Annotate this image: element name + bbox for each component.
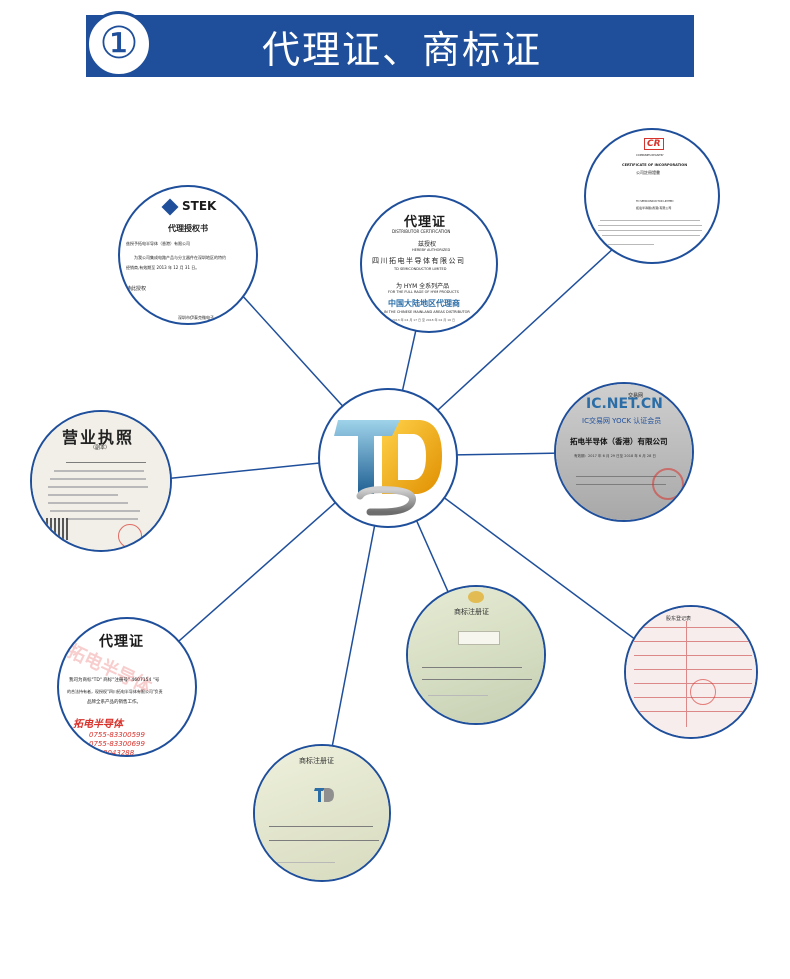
trademark-b-logo-icon [313, 786, 335, 804]
section-banner [86, 15, 694, 77]
td-logo-icon [334, 420, 442, 516]
distributor-company-en: TD SEMICONDUCTOR LIMITED [394, 267, 447, 271]
stek-brand: STEK [182, 199, 217, 213]
distributor-line1: 兹授权 [418, 241, 437, 248]
cert-icnet-member: IC.NET.CN 交易网 IC交易网 YOCK 认证会员 拓电半导体（香港）有… [554, 382, 694, 522]
distributor-region-en: IN THE CHINESE MAINLAND AREAS DISTRIBUTO… [384, 310, 470, 314]
cert-stek-authorization: STEK 代理授权书 兹授予拓电半导体（香港）有限公司 为我公司集成电路产品与分… [118, 185, 258, 325]
icnet-company: 拓电半导体（香港）有限公司 [570, 437, 668, 446]
distributor-line2: HEREBY AUTHORIZED [412, 248, 451, 252]
reg-form-title: 股东登记表 [666, 616, 692, 622]
agent-line1: 我司为商标"TD" 商标"注册号" 4607154 "号 [69, 678, 160, 683]
cert-trademark-registration-a: 商标注册证 [406, 585, 546, 725]
trademark-a-title: 商标注册证 [454, 608, 489, 616]
agent-phone2: 0755-83300699 [89, 740, 145, 748]
reg-form-divider [686, 621, 687, 727]
cr-logo-icon: CR [644, 138, 664, 150]
incorporation-registry: COMPANIES REGISTRY [636, 154, 664, 157]
distributor-line3: 为 HYM 全系列产品 [396, 283, 450, 290]
agent-line3: 品牌全系产品的销售工作。 [87, 700, 141, 705]
stek-logo-icon [161, 198, 179, 216]
incorporation-company-cn: 拓電半導體(香港)有限公司 [636, 206, 672, 210]
stek-line3: 经销商,有效期至 2013 年 12 月 31 日。 [126, 265, 200, 270]
license-title: 营业执照 [62, 428, 135, 447]
section-title: 代理证、商标证 [261, 27, 542, 72]
distributor-company: 四川拓电半导体有限公司 [372, 257, 466, 265]
license-qr-code [46, 518, 68, 540]
cert-business-license: 营业执照 （副本） [30, 410, 172, 552]
icnet-sub: IC交易网 YOCK 认证会员 [582, 417, 662, 425]
agent-stamp-company: 拓电半导体 [73, 719, 123, 730]
agent-line2: 的合法持有者，现授权"四川拓电半导体有限公司"负责 [67, 689, 163, 694]
distributor-line3-en: FOR THE FULL RAGE OF HYM PRODUCTS [388, 290, 459, 294]
agent-phone1: 0755-83300599 [89, 731, 145, 739]
distributor-dates: 2013 年 04 月 17 日 至 2018 年 04 月 16 日 [392, 318, 455, 322]
center-logo-node [318, 388, 458, 528]
trademark-a-emblem [468, 591, 484, 603]
incorporation-title: CERTIFICATE OF INCORPORATION [622, 163, 688, 167]
incorporation-company-en: TD SEMICONDUCTOR LIMITED [636, 200, 674, 203]
section-number-badge: ① [86, 11, 152, 77]
section-number: ① [99, 18, 139, 69]
cert-incorporation: CR COMPANIES REGISTRY CERTIFICATE OF INC… [584, 128, 720, 264]
license-copy-label: （副本） [90, 445, 111, 451]
distributor-region: 中国大陆地区代理商 [388, 299, 460, 308]
reg-form-stamp [690, 679, 716, 705]
incorporation-title-cn: 公司註冊證書 [636, 170, 660, 175]
cert-trademark-registration-b: 商标注册证 [253, 744, 391, 882]
icnet-logo-icon: IC.NET.CN [586, 396, 663, 412]
trademark-a-mark [458, 631, 500, 645]
cert-distributor: 代理证 DISTRIBUTOR CERTIFICATION 兹授权 HEREBY… [360, 195, 498, 333]
stek-title: 代理授权书 [168, 224, 208, 233]
icnet-brand-cn: 交易网 [628, 393, 644, 399]
stek-line2: 为我公司集成电路产品与分立器件在深圳地区的特约 [134, 255, 226, 260]
trademark-b-title: 商标注册证 [299, 757, 334, 765]
license-seal [118, 524, 142, 548]
icnet-seal [652, 468, 684, 500]
stek-line4: 特此授权 [126, 286, 147, 292]
agent-title: 代理证 [99, 634, 144, 650]
distributor-title: 代理证 [404, 215, 447, 230]
distributor-subtitle: DISTRIBUTOR CERTIFICATION [392, 229, 451, 234]
cert-trademark-agent: 拓电半导体 代理证 我司为商标"TD" 商标"注册号" 4607154 "号 的… [57, 617, 197, 757]
agent-fax: 2043288 [103, 749, 135, 757]
cert-registration-form: 股东登记表 [624, 605, 758, 739]
icnet-valid: 有效期：2017 年 6 月 29 日至 2018 年 6 月 28 日 [574, 454, 656, 458]
stek-line1: 兹授予拓电半导体（香港）有限公司 [126, 241, 190, 246]
stek-footer: 深圳市伊泰克微电子 [178, 315, 214, 320]
